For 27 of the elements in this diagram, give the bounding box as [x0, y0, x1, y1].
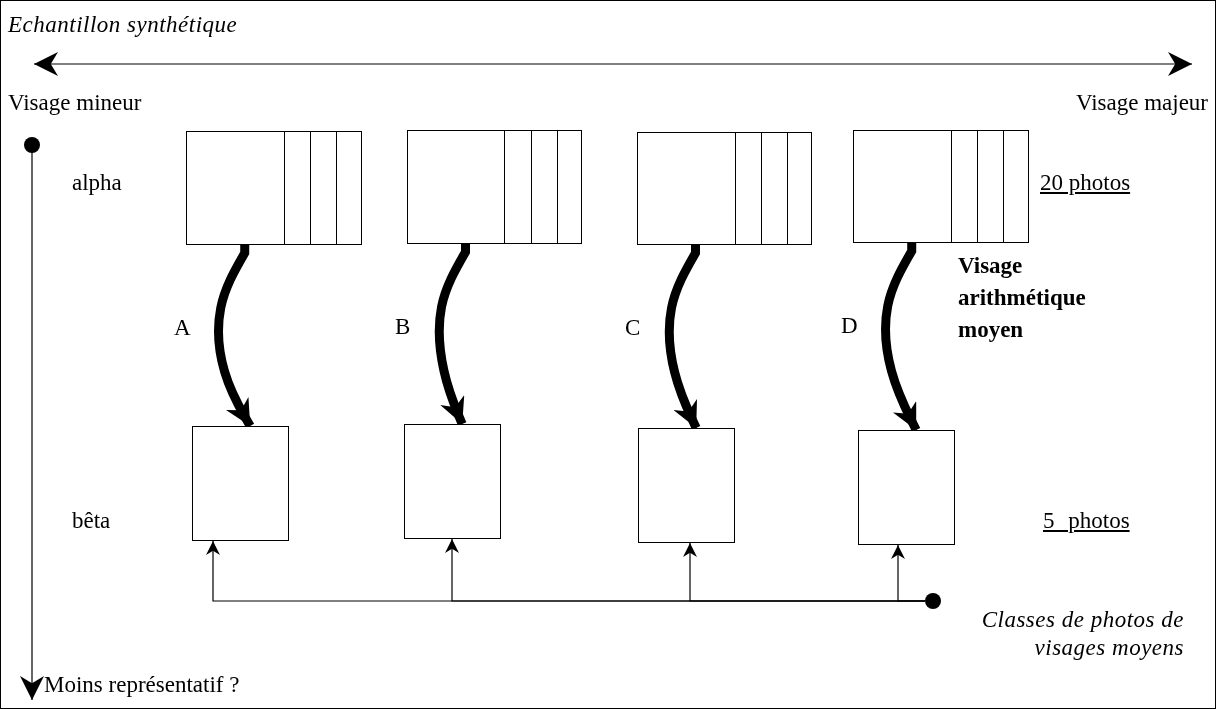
- label: alpha: [72, 170, 122, 197]
- start-dot: [925, 593, 941, 609]
- edge-label: D: [841, 313, 858, 340]
- title-text: Echantillon synthétique: [8, 12, 238, 39]
- photo-stack: [853, 130, 1029, 243]
- photo-frame: [192, 426, 289, 541]
- curved-arrow: [434, 244, 470, 426]
- edge-label: C: [625, 315, 641, 342]
- label: 20 photos: [1040, 170, 1131, 197]
- photo-frame: [404, 424, 501, 539]
- label: Visage mineur: [8, 90, 142, 117]
- curved-arrow: [664, 245, 701, 430]
- label: Visage majeur: [1075, 90, 1208, 117]
- label: Visage arithmétique moyen: [958, 252, 1087, 345]
- photo-stack: [186, 131, 362, 245]
- node-label: Classes de photos de visages moyens: [980, 606, 1184, 662]
- photo-stack: [407, 130, 582, 244]
- label: 5 photos: [1043, 508, 1130, 535]
- edge-label: B: [395, 314, 411, 341]
- edge-label: A: [174, 315, 191, 342]
- label: bêta: [72, 508, 111, 535]
- arrow: [891, 544, 926, 602]
- photo-frame: [638, 428, 735, 543]
- photo-frame: [858, 430, 955, 545]
- photo-stack: [637, 132, 812, 245]
- label: Moins représentatif ?: [44, 672, 240, 699]
- curved-arrow: [881, 243, 921, 432]
